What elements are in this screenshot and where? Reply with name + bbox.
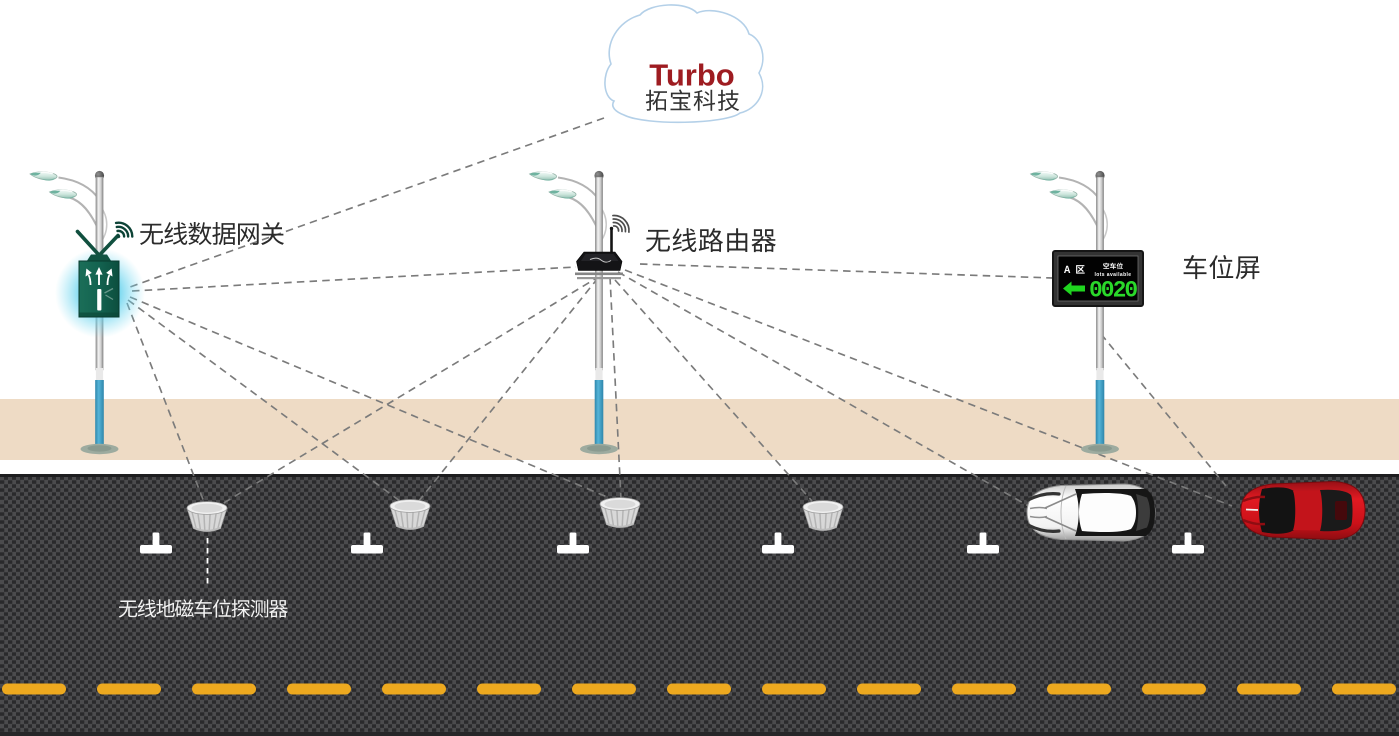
svg-text:lots available: lots available <box>1094 272 1131 278</box>
svg-text:Turbo: Turbo <box>649 58 735 93</box>
svg-text:0020: 0020 <box>1089 278 1137 304</box>
